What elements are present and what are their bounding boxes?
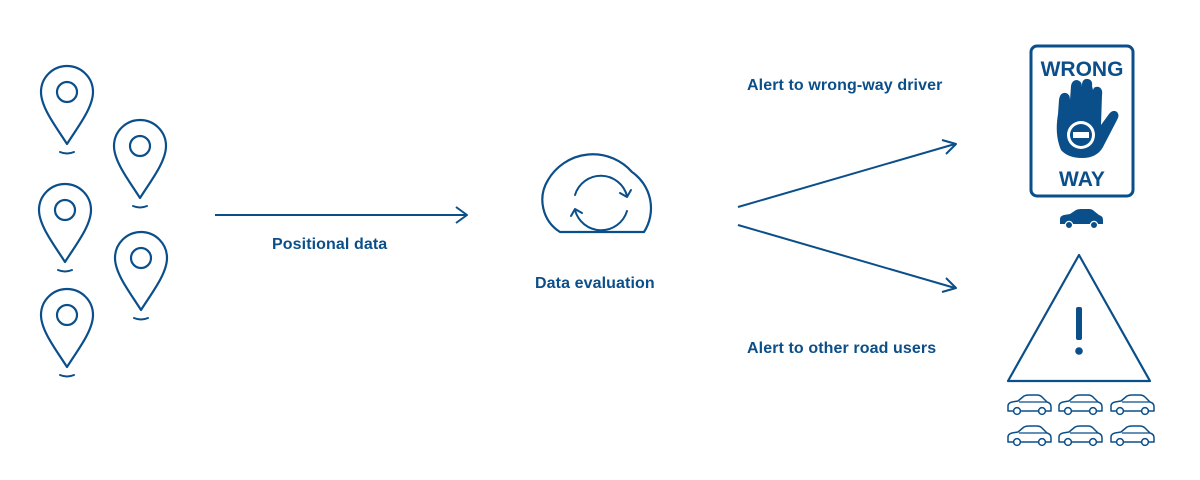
alert-wrong-way-arrow — [737, 139, 957, 208]
car-icon — [1059, 208, 1104, 230]
sign-top-text: WRONG — [1041, 58, 1124, 81]
alert-wrong-way-label: Alert to wrong-way driver — [747, 77, 943, 94]
cloud-sync-icon — [541, 153, 653, 234]
location-pin-icon — [39, 287, 95, 378]
location-pin-icon — [112, 118, 168, 209]
road-users-cars — [1007, 394, 1155, 447]
alert-other-users-label: Alert to other road users — [747, 340, 937, 357]
sign-bottom-text: WAY — [1059, 168, 1105, 191]
location-pin-icon — [113, 230, 169, 321]
car-icon — [1110, 425, 1155, 447]
location-pins-group — [37, 64, 169, 378]
car-icon — [1058, 394, 1103, 416]
car-icon — [1007, 425, 1052, 447]
wrong-way-sign-icon: WRONG WAY — [1029, 44, 1135, 198]
positional-data-label: Positional data — [272, 236, 388, 253]
positional-data-arrow — [215, 206, 468, 224]
car-icon — [1110, 394, 1155, 416]
car-icon — [1058, 425, 1103, 447]
data-evaluation-label: Data evaluation — [535, 275, 655, 292]
warning-triangle-icon — [1006, 253, 1152, 383]
car-icon — [1007, 394, 1052, 416]
location-pin-icon — [37, 182, 93, 273]
alert-other-users-arrow — [737, 224, 957, 293]
location-pin-icon — [39, 64, 95, 155]
